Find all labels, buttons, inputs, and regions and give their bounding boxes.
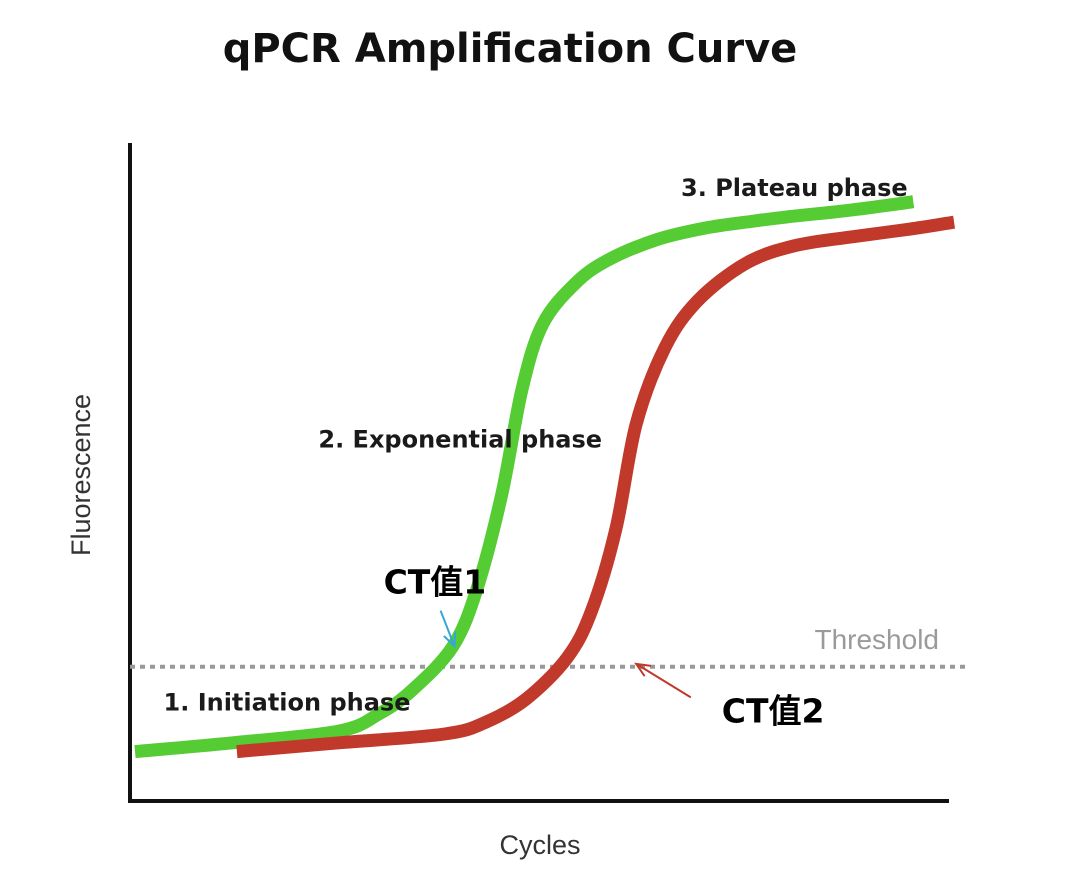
- ct-label-3: CT值1: [384, 563, 487, 602]
- threshold-label: Threshold: [814, 624, 939, 655]
- series-layer: [134, 195, 956, 759]
- series-line-2: [236, 215, 956, 759]
- phase-label-2: 3. Plateau phase: [681, 174, 908, 202]
- ct-arrow-3: [439, 610, 456, 647]
- ct-arrowhead-4: [634, 662, 652, 677]
- annotation-layer: 1. Initiation phase 2. Exponential phase 3…: [164, 174, 908, 730]
- phase-label-1: 2. Exponential phase: [318, 425, 602, 453]
- series-line-1: [134, 195, 915, 759]
- phase-label-0: 1. Initiation phase: [164, 689, 411, 717]
- chart-title: qPCR Amplification Curve: [223, 26, 798, 72]
- y-axis-label: Fluorescence: [66, 394, 96, 556]
- ct-label-4: CT值2: [722, 691, 825, 730]
- ct-arrow-4: [635, 662, 692, 699]
- x-axis-label: Cycles: [499, 830, 580, 860]
- ct-arrowhead-3: [443, 631, 457, 649]
